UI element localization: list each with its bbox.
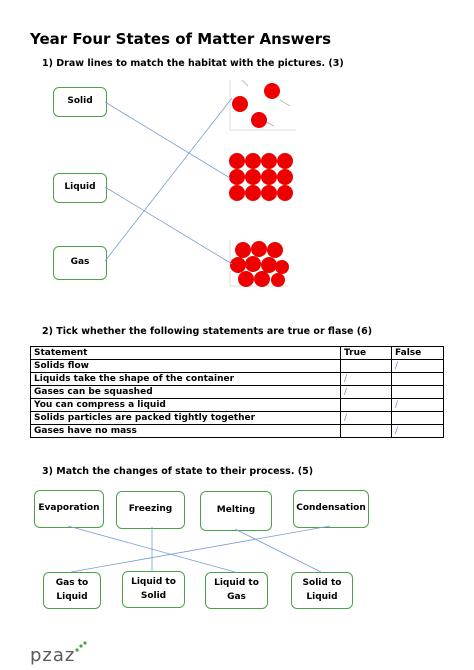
table-row: Gases can be squashed / xyxy=(30,385,444,399)
table-row: Solids particles are packed tightly toge… xyxy=(30,411,444,425)
false-tick-cell xyxy=(391,372,444,386)
change-liquid-to-solid: Liquid to Solid xyxy=(122,571,185,608)
change-liquid-to-solid-text: Liquid to Solid xyxy=(131,576,176,603)
table-row: Liquids take the shape of the container … xyxy=(30,372,444,386)
change-solid-to-liquid: Solid to Liquid xyxy=(291,572,353,609)
process-melting-text: Melting xyxy=(216,505,256,516)
false-tick-cell xyxy=(391,385,444,399)
change-gas-to-liquid-text: Gas to Liquid xyxy=(56,577,88,604)
statement-cell: Solids flow xyxy=(30,359,341,373)
true-false-table: Statement True False Solids flow / Liqui… xyxy=(30,346,444,438)
statement-cell: Gases have no mass xyxy=(30,424,341,438)
solid-particles-picture xyxy=(228,152,294,202)
logo-dots-icon xyxy=(75,641,87,652)
label-liquid: Liquid xyxy=(53,173,107,203)
process-evaporation: Evaporation xyxy=(34,490,104,528)
table-row: Gases have no mass / xyxy=(30,424,444,438)
true-tick-cell: / xyxy=(340,411,392,425)
pzaz-logo: pzaz xyxy=(30,641,87,666)
statement-cell: Liquids take the shape of the container xyxy=(30,372,341,386)
change-line-2: Liquid xyxy=(56,591,88,602)
false-tick-cell: / xyxy=(391,359,444,373)
process-freezing-text: Freezing xyxy=(128,504,173,515)
statement-cell: Gases can be squashed xyxy=(30,385,341,399)
question-2-heading: 2) Tick whether the following statements… xyxy=(42,326,373,337)
logo-text: pzaz xyxy=(30,645,76,666)
question-3-heading: 3) Match the changes of state to their p… xyxy=(42,466,314,477)
statement-cell: Solids particles are packed tightly toge… xyxy=(30,411,341,425)
table-row: You can compress a liquid / xyxy=(30,398,444,412)
process-condensation: Condensation xyxy=(293,490,369,528)
liquid-particles-picture xyxy=(229,240,289,287)
column-header-statement: Statement xyxy=(30,346,341,360)
label-solid: Solid xyxy=(53,87,107,117)
false-tick-cell: / xyxy=(391,398,444,412)
true-tick-cell: / xyxy=(340,372,392,386)
false-tick-cell: / xyxy=(391,424,444,438)
change-solid-to-liquid-text: Solid to Liquid xyxy=(303,577,342,604)
label-gas-text: Gas xyxy=(70,257,90,268)
table-row: Solids flow / xyxy=(30,359,444,373)
change-line-2: Gas xyxy=(227,591,246,602)
page-title: Year Four States of Matter Answers xyxy=(30,30,332,48)
question-1-heading: 1) Draw lines to match the habitat with … xyxy=(42,58,344,69)
change-line-1: Liquid to xyxy=(131,577,176,587)
statement-cell: You can compress a liquid xyxy=(30,398,341,412)
process-melting: Melting xyxy=(200,491,272,531)
column-header-true: True xyxy=(340,346,392,360)
label-liquid-text: Liquid xyxy=(64,182,96,193)
true-tick-cell xyxy=(340,359,392,373)
change-liquid-to-gas-text: Liquid to Gas xyxy=(214,577,259,604)
process-evaporation-text: Evaporation xyxy=(38,503,100,514)
false-tick-cell xyxy=(391,411,444,425)
true-tick-cell: / xyxy=(340,385,392,399)
change-liquid-to-gas: Liquid to Gas xyxy=(205,572,268,609)
label-solid-text: Solid xyxy=(67,96,93,107)
process-condensation-text: Condensation xyxy=(296,503,366,514)
true-tick-cell xyxy=(340,424,392,438)
change-gas-to-liquid: Gas to Liquid xyxy=(43,572,101,609)
change-line-2: Solid xyxy=(140,590,167,601)
change-line-1: Solid to xyxy=(302,578,342,588)
change-line-1: Liquid to xyxy=(214,578,259,588)
true-tick-cell xyxy=(340,398,392,412)
table-header-row: Statement True False xyxy=(30,346,444,360)
change-line-2: Liquid xyxy=(306,591,338,602)
label-gas: Gas xyxy=(53,246,107,280)
gas-particles-picture xyxy=(229,79,296,131)
column-header-false: False xyxy=(391,346,444,360)
change-line-1: Gas to xyxy=(55,578,89,588)
process-freezing: Freezing xyxy=(116,491,185,529)
